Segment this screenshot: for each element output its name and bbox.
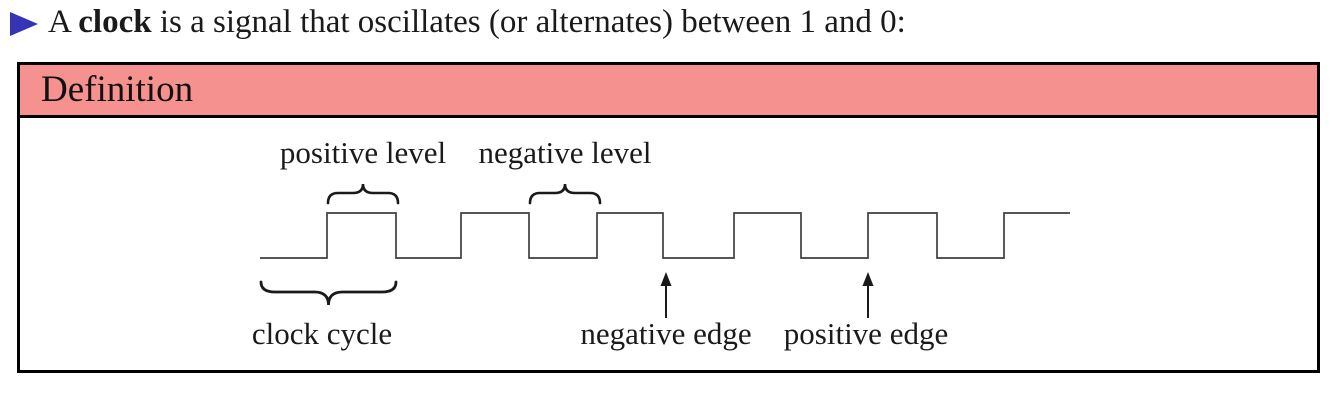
- bullet-line-text: A clock is a signal that oscillates (or …: [48, 4, 906, 41]
- label-negative-level: negative level: [478, 135, 652, 170]
- label-positive-edge: positive edge: [783, 316, 949, 351]
- label-negative-edge: negative edge: [580, 316, 752, 351]
- label-positive-level: positive level: [279, 135, 447, 170]
- definition-block-title: Definition: [41, 69, 194, 110]
- label-clock-cycle: clock cycle: [251, 316, 393, 351]
- bullet-text-prefix: A: [48, 4, 79, 40]
- definition-block-header: Definition: [20, 65, 1317, 118]
- bullet-text-bold: clock: [78, 4, 152, 40]
- bullet-text-suffix: is a signal that oscillates (or alternat…: [151, 4, 906, 40]
- bullet-triangle-icon: [10, 12, 38, 36]
- definition-block: Definition: [17, 62, 1320, 373]
